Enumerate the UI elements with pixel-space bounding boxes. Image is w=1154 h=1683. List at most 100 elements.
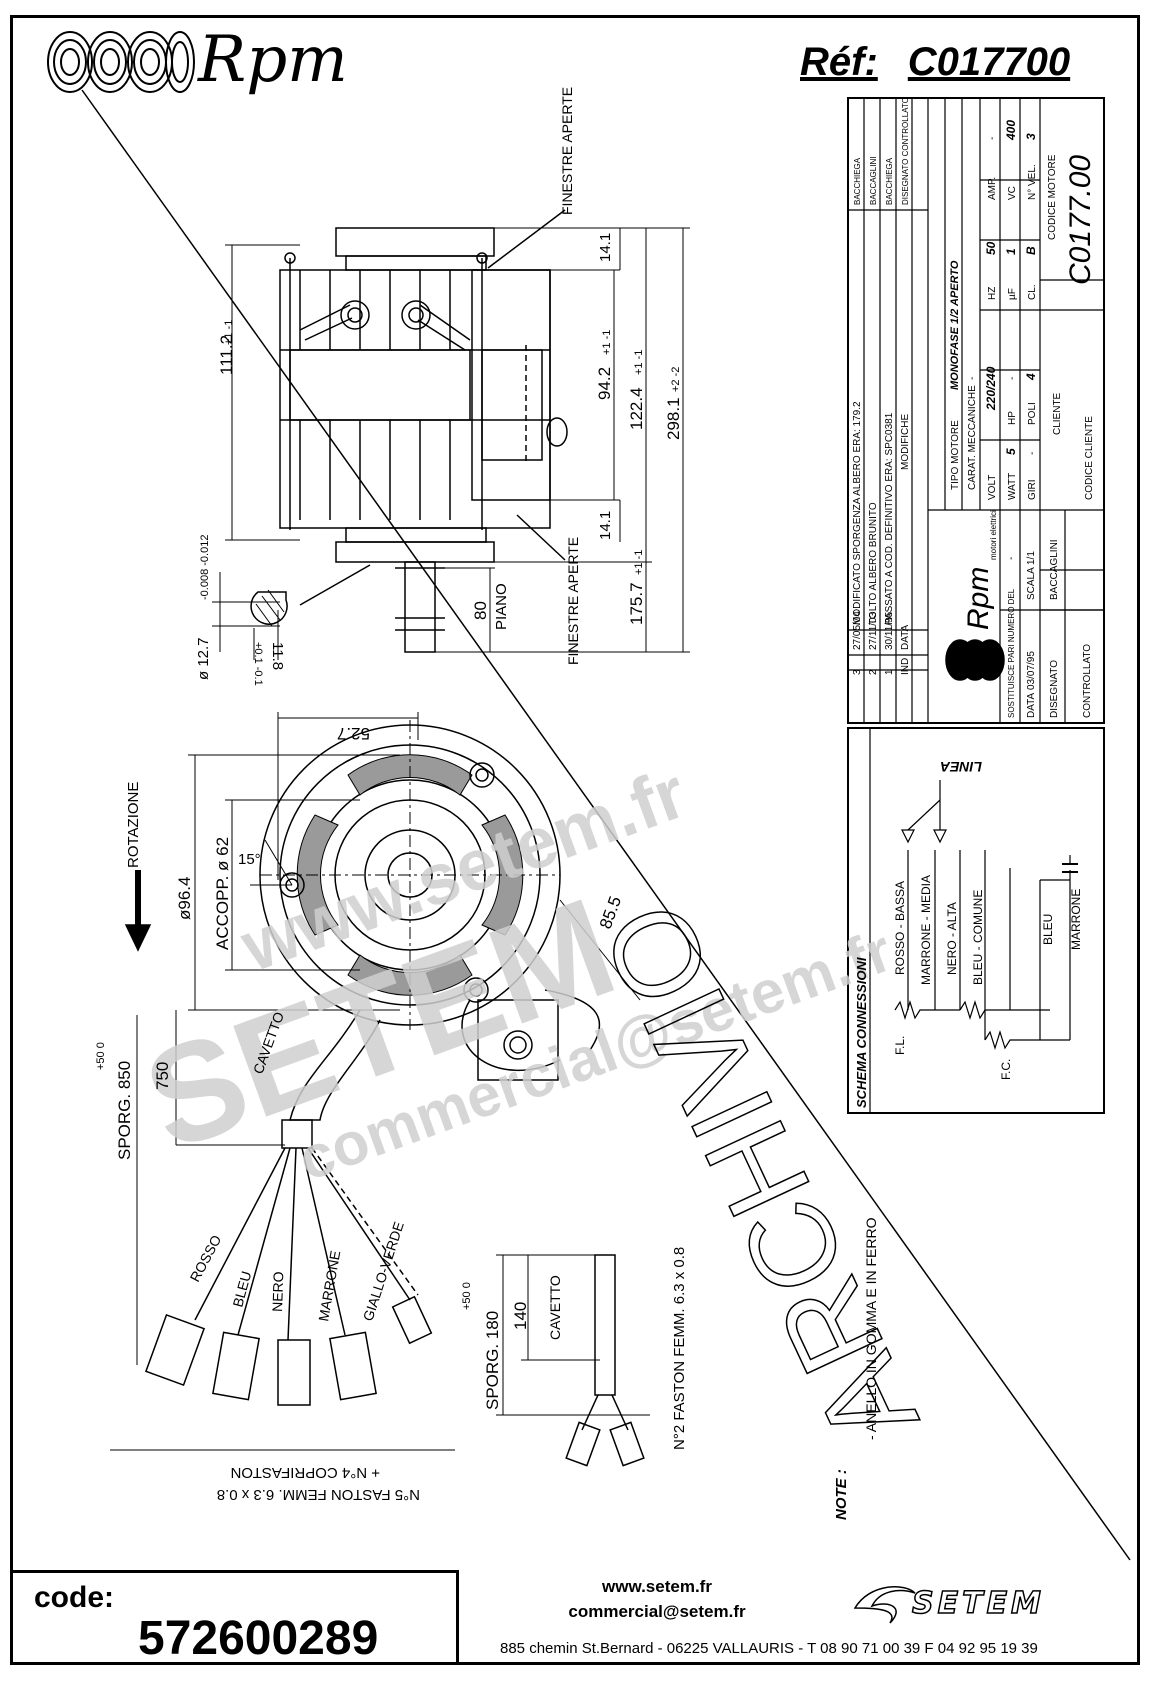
cavetto-label-2: CAVETTO	[547, 1275, 563, 1340]
vc-label: VC	[1007, 186, 1018, 200]
wire-label-nero: NERO	[269, 1271, 286, 1312]
giri-value: -	[1027, 452, 1038, 455]
dim-52: 52.7	[337, 724, 370, 743]
shaft-section	[250, 564, 371, 627]
dim-298: 298.1	[664, 397, 683, 440]
title-block	[847, 97, 1105, 1114]
rev-ind-2: 2	[868, 669, 879, 675]
rev-by-2: BACCAGLINI	[869, 157, 878, 205]
brand-logo-text: Rpm	[198, 23, 348, 97]
nvel-label: N° VEL.	[1027, 164, 1038, 200]
company-address: 885 chemin St.Bernard - 06225 VALLAURIS …	[500, 1640, 1038, 1657]
carat-value: -	[967, 377, 978, 380]
dim-14b: 14.1	[597, 511, 614, 540]
motor-side-view	[279, 209, 568, 653]
rev-data-label: DATA	[900, 624, 911, 650]
cancel-diagonal-line	[81, 89, 1131, 1561]
dim-175: 175.7	[627, 582, 646, 625]
dim-94: 94.2	[595, 367, 614, 400]
title-block-texts: 3 2 1 IND 27/05/04 27/11/03 30/11/95 DAT…	[852, 97, 1097, 718]
rev-text-1: PASSATO A COD. DEFINITIVO ERA: SPC0381	[884, 412, 895, 625]
dim-piano: PIANO	[493, 583, 510, 630]
schema-labels: SCHEMA CONNESSIONI LINEA ROSSO - BASSA M…	[854, 759, 1083, 1108]
email-link[interactable]: commercial@setem.fr	[568, 1602, 746, 1621]
schema-wire-marrone: MARRONE - MEDIA	[919, 875, 933, 985]
sostituisce-value: -	[1006, 557, 1017, 560]
wire-label-rosso: ROSSO	[187, 1232, 225, 1284]
front-dimensions	[136, 712, 641, 1365]
dim-shaft: ø 12.7	[195, 637, 212, 680]
tipo-motore-value: MONOFASE 1/2 APERTO	[949, 260, 961, 390]
watt-label: WATT	[1007, 473, 1018, 500]
amp-value: -	[987, 137, 998, 140]
title-logo-text: Rpm	[962, 567, 995, 630]
rpm-coil-logo	[47, 31, 195, 93]
schema-wire-bleu-comune: BLEU - COMUNE	[971, 890, 985, 985]
faston-labels: N°5 FASTON FEMM. 6.3 x 0.8 + N°4 COPRIFA…	[217, 1217, 879, 1520]
rev-date-1: 30/11/95	[884, 611, 895, 650]
scala-value: 1/1	[1026, 551, 1037, 565]
note-label: NOTE :	[833, 1469, 850, 1520]
dim-11: 11.8	[269, 642, 286, 670]
rev-disegnato-label: DISEGNATO CONTROLLATO	[901, 97, 910, 205]
schema-wire-marrone-2: MARRONE	[1069, 889, 1083, 950]
data-value: 03/07/95	[1026, 651, 1037, 690]
poli-label: POLI	[1027, 402, 1038, 425]
drawing-frame	[10, 15, 1140, 1665]
controllato-label: CONTROLLATO	[1082, 644, 1093, 718]
reference-label: Réf:	[800, 40, 878, 84]
website-link[interactable]: www.setem.fr	[602, 1577, 712, 1596]
finestre-top-label: FINESTRE APERTE	[559, 87, 575, 215]
codice-cliente-label: CODICE CLIENTE	[1084, 416, 1095, 500]
title-logo-sub: motori elettrici	[989, 510, 998, 560]
lead-detail	[496, 1254, 650, 1467]
codice-motore-label: CODICE MOTORE	[1047, 154, 1058, 240]
faston1-label: N°5 FASTON FEMM. 6.3 x 0.8	[217, 1486, 420, 1503]
dim-shaft-tol: -0.008 -0.012	[199, 535, 211, 600]
poli-value: 4	[1024, 373, 1038, 381]
uf-value: 1	[1004, 248, 1018, 255]
motor-front-view	[259, 720, 601, 1121]
schema-wire-rosso: ROSSO - BASSA	[893, 881, 907, 975]
volt-value: 220/240	[984, 366, 998, 411]
amp-label: AMP.	[987, 177, 998, 200]
dim-94-tol: +1 -1	[601, 330, 613, 355]
setem-swoosh-icon	[853, 1586, 916, 1624]
code-box: code: 572600289	[12, 1570, 459, 1665]
code-value: 572600289	[138, 1612, 379, 1665]
dim-750: 750	[153, 1062, 172, 1090]
giri-label: GIRI	[1027, 479, 1038, 500]
hp-value: -	[1007, 377, 1018, 380]
dim-96: ø96.4	[175, 877, 194, 920]
faston2-label: N°2 FASTON FEMM. 6.3 x 0.8	[671, 1247, 688, 1450]
carat-label: CARAT. MECCANICHE	[967, 385, 978, 490]
schema-wire-nero: NERO - ALTA	[945, 902, 959, 975]
dim-80: 80	[471, 601, 490, 620]
rev-ind-1: 1	[884, 669, 895, 675]
dim-298-tol: +2 -2	[670, 367, 682, 392]
code-label: code:	[34, 1581, 115, 1614]
faston1b-label: + N°4 COPRIFASTON	[230, 1464, 380, 1481]
hz-value: 50	[984, 241, 998, 255]
finestre-bottom-label: FINESTRE APERTE	[565, 537, 581, 665]
dim-111-tol: +1 -1	[223, 320, 235, 345]
cliente-label: CLIENTE	[1052, 392, 1063, 435]
dim-175-tol: +1 -1	[633, 550, 645, 575]
setem-logo: SETEM	[911, 1585, 1045, 1622]
dim-122: 122.4	[627, 387, 646, 430]
dim-accopp: ACCOPP. ø 62	[213, 837, 232, 950]
dim-140: 140	[511, 1302, 530, 1330]
scala-label: SCALA	[1026, 567, 1037, 600]
rev-date-2: 27/11/03	[868, 611, 879, 650]
reference-value: C017700	[907, 40, 1071, 84]
rev-date-3: 27/05/04	[852, 611, 863, 650]
dim-11-tol: +0.1 -0.1	[252, 642, 264, 686]
rev-text-3: MODIFICATO SPORGENZA ALBERO ERA: 179.2	[852, 401, 863, 625]
hz-label: HZ	[987, 287, 998, 300]
sporg180-tol: +50 0	[461, 1282, 473, 1310]
sporg850-label: SPORG. 850	[115, 1061, 134, 1160]
rev-by-3: BACCHIEGA	[853, 157, 862, 205]
volt-label: VOLT	[987, 475, 998, 500]
rotation-arrow-icon	[124, 870, 152, 952]
